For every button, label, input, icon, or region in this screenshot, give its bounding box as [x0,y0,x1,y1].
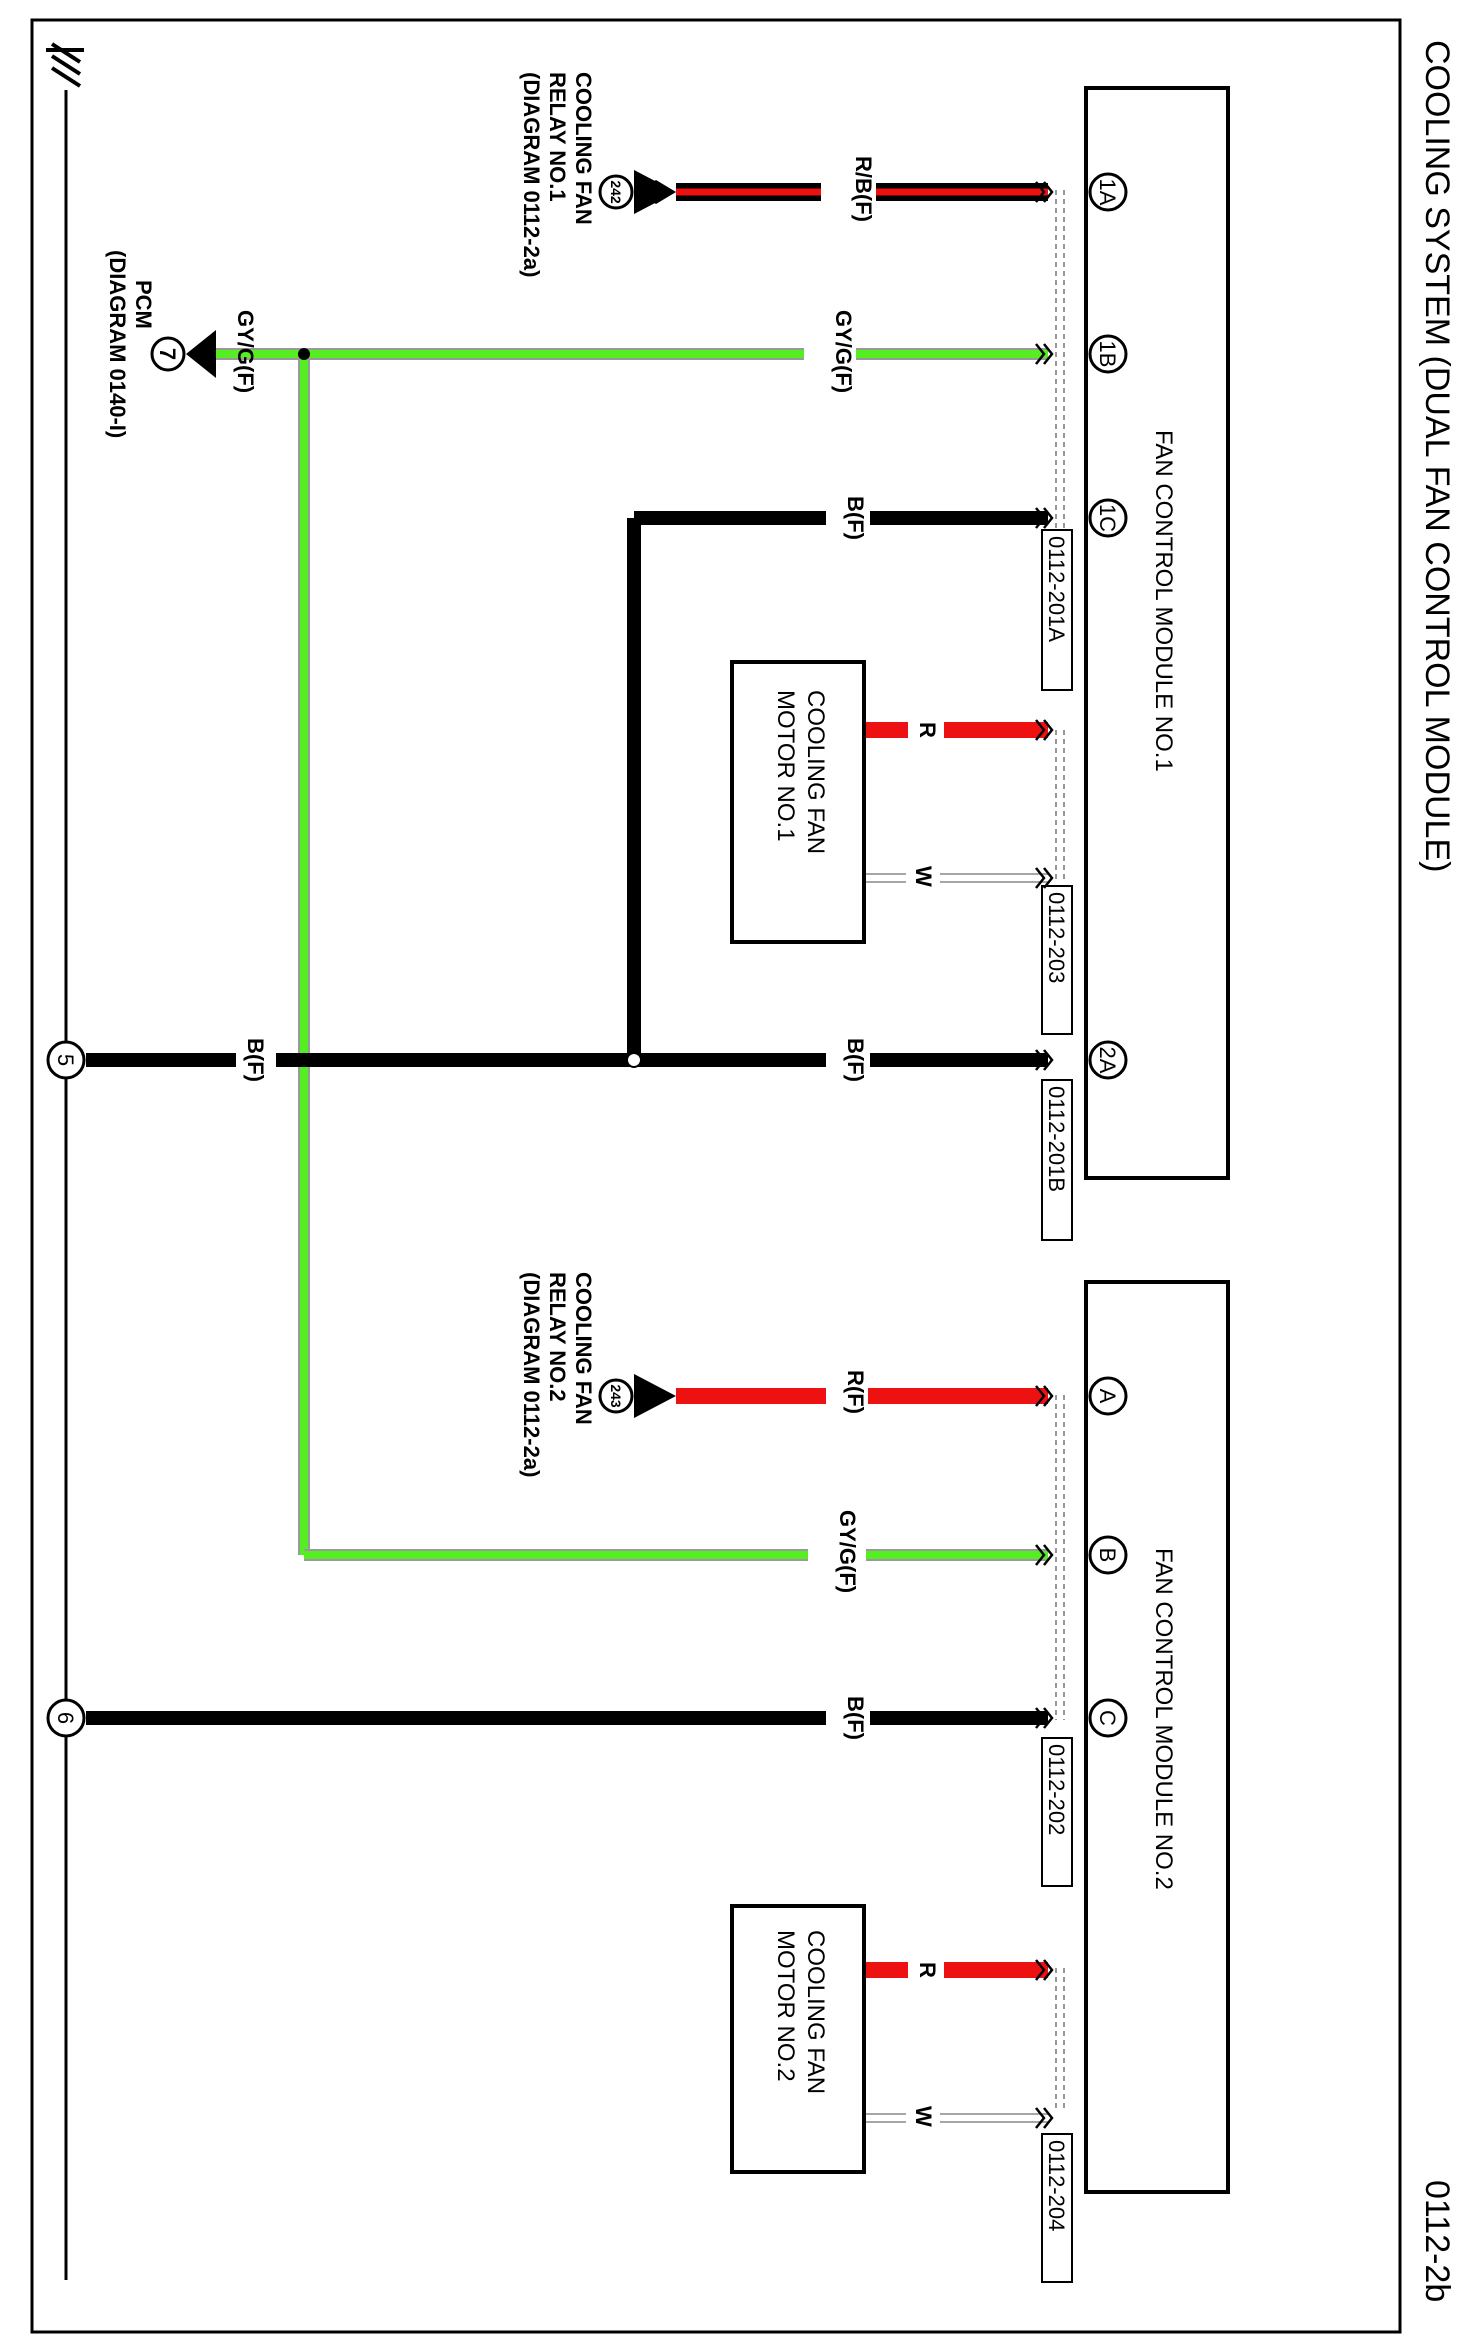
pin-label-1b: 1B [1095,341,1120,368]
module-1-name: FAN CONTROL MODULE NO.1 [1150,430,1177,772]
motor-2-wire-r-label: R [915,1962,940,1978]
page-border [30,18,1402,2334]
pin-1a [1088,172,1128,212]
motor-1-line2: MOTOR NO.1 [772,690,799,842]
ground-6-label: 6 [53,1712,78,1724]
relay-2-label-line2: RELAY NO.2 [545,1272,570,1402]
pin-label-b: B [1095,1548,1120,1563]
pcm-label-line1: PCM [131,280,156,329]
connector-tag-201b [1041,1079,1073,1241]
relay-1-ref-circle [598,174,634,210]
page-title: COOLING SYSTEM (DUAL FAN CONTROL MODULE) [1418,40,1456,872]
motor-2-line2: MOTOR NO.2 [772,1930,799,2082]
connector-tag-204 [1041,2133,1073,2283]
wire-1c-bf [627,511,1048,1060]
wire-1b-gygf [216,348,1048,1555]
relay-1-label-line3: (DIAGRAM 0112-2a) [519,72,544,277]
connector-tag-201a [1041,529,1073,691]
splice-gygf [298,348,310,360]
relay-2-arrow-head [634,1374,676,1418]
wire-label-a: R(F) [843,1370,868,1414]
module-2-name: FAN CONTROL MODULE NO.2 [1150,1548,1177,1890]
pcm-ref: 7 [155,348,180,360]
motor-1-wire-w [864,873,1048,883]
relay-2-ref: 243 [608,1384,624,1408]
wire-label-c: B(F) [843,1696,868,1740]
diagram-number: 0112-2b [1418,2180,1456,2302]
pcm-arrow-head [186,330,216,378]
pin-a [1088,1376,1128,1416]
pin-c [1088,1698,1128,1738]
relay-1-label-line1: COOLING FAN [571,72,596,225]
pcm-ref-circle [150,336,186,372]
pin-label-2a: 2A [1095,1047,1120,1074]
wire-label-ground-5: B(F) [243,1038,268,1082]
ground-5-circle [46,1040,86,1080]
pin-label-c: C [1095,1710,1120,1726]
connector-tag-203 [1041,885,1073,1035]
pin-label-1a: 1A [1095,179,1120,206]
motor-2-line1: COOLING FAN [802,1930,829,2094]
pin-2a [1088,1040,1128,1080]
connector-203: 0112-203 [1044,892,1069,983]
relay-1-label-line2: RELAY NO.1 [545,72,570,202]
module-1-pins [1088,172,1128,1080]
pin-label-a: A [1095,1389,1120,1404]
cooling-fan-motor-1 [730,660,866,944]
relay-2-label-line3: (DIAGRAM 0112-2a) [519,1272,544,1477]
connector-201a: 0112-201A [1044,536,1069,642]
relay-2-ref-circle [598,1378,634,1414]
relay-1-ref: 242 [608,180,624,204]
wire-label-1b: GY/G(F) [831,310,856,393]
connector-chevrons [1035,181,1054,2129]
motor-2-wire-w [864,2113,1048,2123]
motor-1-line1: COOLING FAN [802,690,829,854]
pin-b [1088,1535,1128,1575]
relay-1-arrow-head [634,170,676,214]
motor-1-wire-w-label: W [911,866,936,887]
wire-label-1a: R/B(F) [851,156,876,222]
motor-1-wire-r-label: R [915,722,940,738]
pcm-label-line2: (DIAGRAM 0140-I) [105,250,130,438]
wire-label-b: GY/G(F) [835,1510,860,1593]
pin-1c [1088,498,1128,538]
wire-label-pcm: GY/G(F) [233,310,258,393]
cooling-fan-motor-2 [730,1904,866,2174]
connector-202: 0112-202 [1044,1744,1069,1835]
connector-tag-202 [1041,1737,1073,1887]
relay-2-label-line1: COOLING FAN [571,1272,596,1425]
fan-control-module-2 [1084,1280,1230,2194]
pin-label-1c: 1C [1095,504,1120,532]
connector-housing-lines [1055,190,1065,2110]
pin-1b [1088,334,1128,374]
wire-label-2a: B(F) [843,1038,868,1082]
ground-symbol-icon [46,42,84,88]
module-2-pins [1088,1376,1128,1738]
motor-2-wire-w-label: W [911,2106,936,2127]
connector-201b: 0112-201B [1044,1086,1069,1192]
connector-204: 0112-204 [1044,2140,1069,2231]
wire-label-1c: B(F) [843,496,868,540]
ground-5-label: 5 [53,1054,78,1066]
splice-bf [626,1052,642,1068]
ground-6-circle [46,1698,86,1738]
